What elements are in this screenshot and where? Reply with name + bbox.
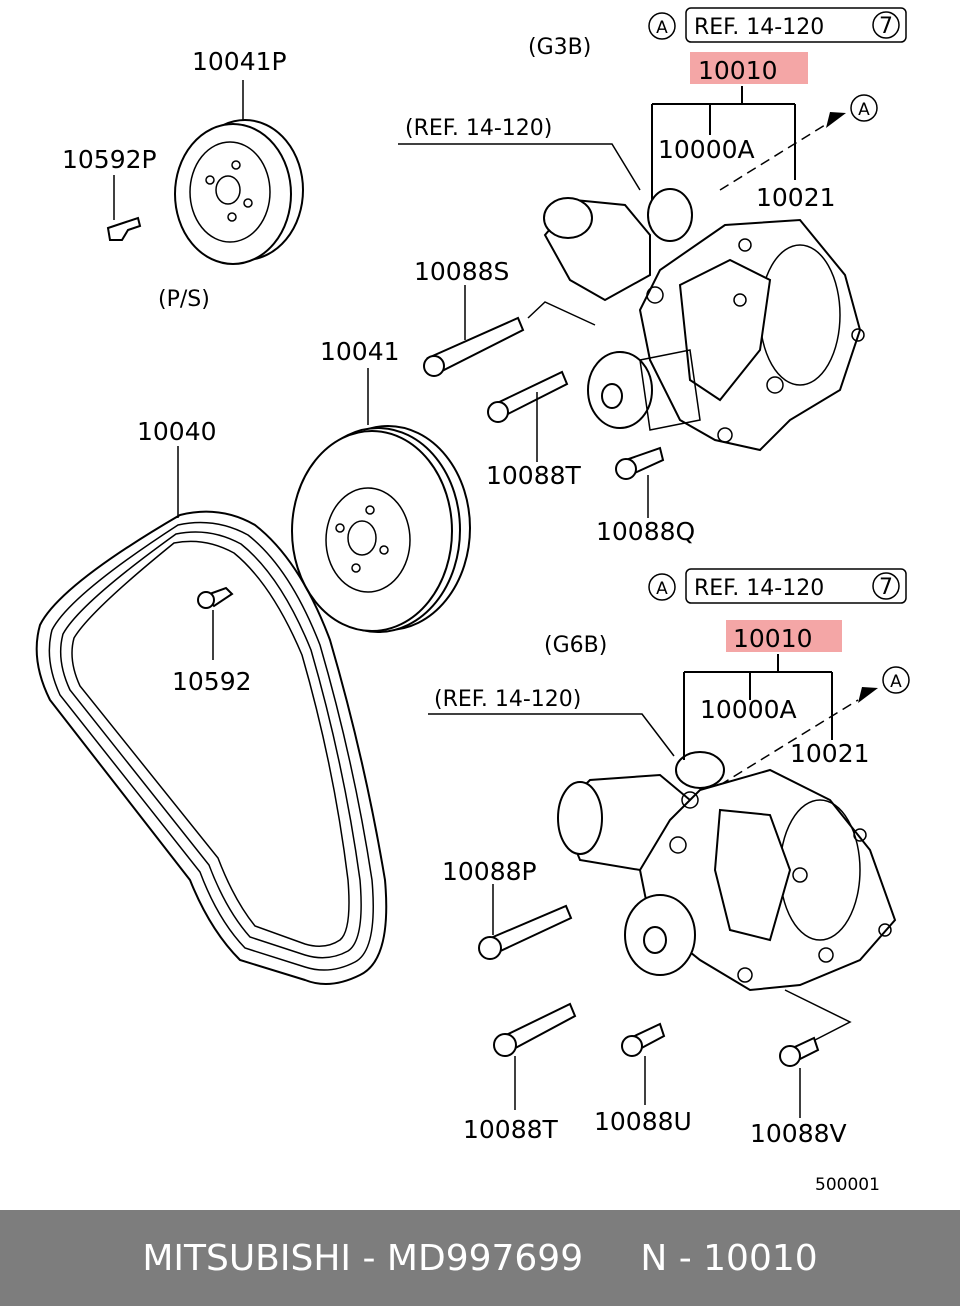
ref-box-bottom-num: 7 (879, 575, 893, 600)
parts-diagram: A REF. 14-120 7 (G3B) 10010 10000A 10021… (35, 7, 910, 1195)
variant-label-bottom: (G6B) (544, 633, 607, 658)
ref-circle-bottom (648, 573, 676, 601)
part-10088p: 10088P (442, 857, 537, 886)
water-pump-top (543, 197, 865, 452)
part-10040: 10040 (137, 417, 217, 446)
arrow-circle-bottom (882, 666, 910, 694)
highlight-box-bottom (726, 620, 842, 652)
o-ring-bottom (675, 751, 725, 789)
ref-note-top: (REF. 14-120) (405, 116, 552, 141)
ref-box-top-num: 7 (879, 14, 893, 39)
ref-circle-top-label: A (656, 18, 668, 38)
part-10041: 10041 (320, 337, 400, 366)
section-bottom: A REF. 14-120 7 (G6B) 10010 10000A 10021… (428, 568, 910, 1148)
belt (35, 510, 388, 985)
arrow-circle-top (850, 94, 878, 122)
bracket-bottom (683, 654, 833, 760)
ref-num-circle-bottom (872, 572, 900, 600)
ref-circle-bottom-label: A (656, 579, 668, 599)
arrow-head-top (826, 112, 846, 128)
leader-10088s-pump (527, 301, 596, 326)
part-10041p: 10041P (192, 47, 287, 76)
arrow-head-bottom (858, 687, 878, 703)
bolt-10592p (106, 216, 142, 241)
ref-box-top-label: REF. 14-120 (694, 15, 824, 40)
ref-box-top (685, 7, 907, 43)
footer-caption: MITSUBISHI - MD997699 N - 10010 (142, 1237, 818, 1279)
part-10592: 10592 (172, 667, 252, 696)
ref-note-leader-bottom (428, 713, 675, 757)
part-10088v: 10088V (750, 1119, 847, 1148)
arrow-line-bottom (719, 699, 859, 786)
variant-label-top: (G3B) (528, 35, 591, 60)
part-10088u: 10088U (594, 1107, 692, 1136)
arrow-circle-top-label: A (858, 100, 870, 120)
ref-box-bottom (685, 568, 907, 604)
arrow-circle-bottom-label: A (890, 672, 902, 692)
ref-note-leader-top (398, 143, 641, 191)
section-top: A REF. 14-120 7 (G3B) 10010 10000A 10021… (62, 7, 907, 546)
part-10592p: 10592P (62, 145, 157, 174)
highlight-part-top: 10010 (698, 56, 778, 85)
part-10021-top: 10021 (756, 183, 836, 212)
footer-caption-bar: MITSUBISHI - MD997699 N - 10010 (0, 1210, 960, 1306)
part-10000a-top: 10000A (658, 135, 755, 164)
part-10021-bottom: 10021 (790, 739, 870, 768)
part-10000a-bottom: 10000A (700, 695, 797, 724)
diagram-code: 500001 (815, 1175, 880, 1195)
ref-box-bottom-label: REF. 14-120 (694, 576, 824, 601)
part-10088t-bottom: 10088T (463, 1115, 559, 1144)
o-ring-top (647, 188, 693, 242)
ref-circle-top (648, 12, 676, 40)
water-pump-bottom (557, 768, 897, 992)
ref-note-bottom: (REF. 14-120) (434, 687, 581, 712)
leader-10088v-pump (784, 989, 852, 1041)
part-10088t-top: 10088T (486, 461, 582, 490)
ps-caption: (P/S) (158, 287, 210, 312)
section-shared: 10041 10040 10592 (35, 337, 471, 985)
highlight-part-bottom: 10010 (733, 624, 813, 653)
arrow-line-top (719, 124, 826, 191)
pulley-main (291, 425, 471, 633)
part-10088q: 10088Q (596, 517, 695, 546)
pulley-ps (174, 119, 304, 265)
part-10088s: 10088S (414, 257, 509, 286)
highlight-box-top (690, 52, 808, 84)
bracket-top (651, 86, 796, 200)
ref-num-circle-top (872, 11, 900, 39)
